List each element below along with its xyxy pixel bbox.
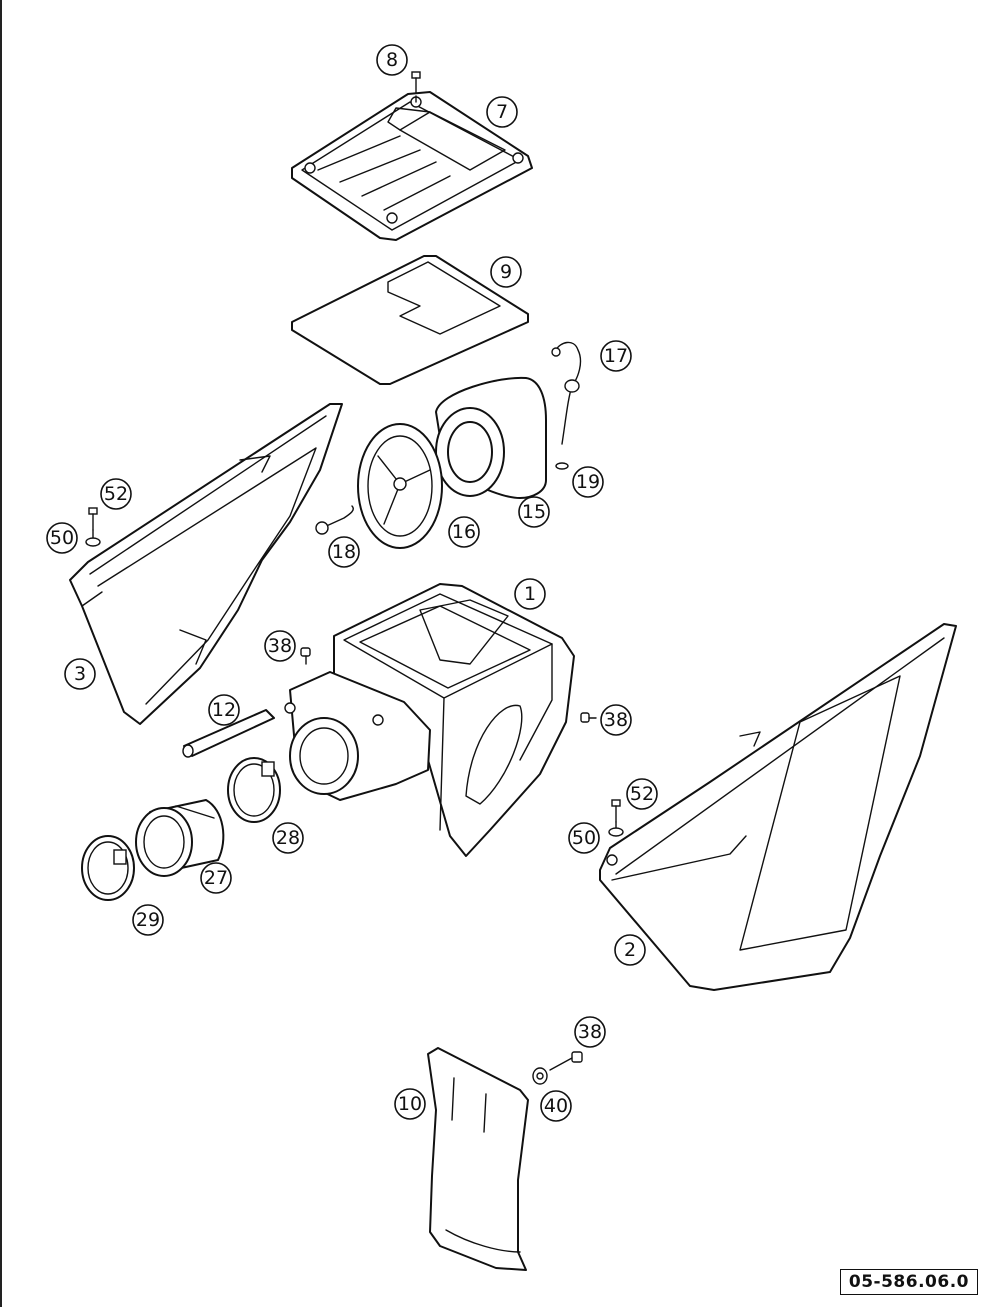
callout-2: 2 [614, 934, 646, 966]
svg-text:52: 52 [104, 483, 128, 505]
leader-lines [92, 95, 617, 829]
svg-text:50: 50 [572, 827, 596, 849]
reference-code-label: 05-586.06.0 [839, 1269, 978, 1295]
svg-text:2: 2 [624, 939, 636, 961]
callout-38-lower: 38 [574, 1016, 606, 1048]
svg-text:50: 50 [50, 527, 74, 549]
part-screw-52-left [88, 507, 98, 531]
part-washer-50-left [85, 537, 101, 547]
part-side-cover-3 [69, 403, 343, 725]
part-hose-12 [182, 709, 275, 758]
callout-9: 9 [490, 256, 522, 288]
svg-text:19: 19 [576, 471, 600, 493]
callout-18: 18 [328, 536, 360, 568]
part-pin-18 [315, 505, 354, 535]
part-wire-clip-17 [551, 341, 582, 445]
svg-text:27: 27 [204, 867, 228, 889]
callout-10: 10 [394, 1088, 426, 1120]
part-side-cover-2 [599, 623, 957, 991]
callout-3: 3 [64, 658, 96, 690]
callout-15: 15 [518, 496, 550, 528]
svg-text:3: 3 [74, 663, 86, 685]
callout-50-right: 50 [568, 822, 600, 854]
svg-text:12: 12 [212, 699, 236, 721]
svg-text:38: 38 [268, 635, 292, 657]
svg-text:15: 15 [522, 501, 546, 523]
part-airbox-cover-7 [291, 91, 533, 241]
part-clamp-29 [81, 835, 135, 901]
svg-text:7: 7 [496, 101, 508, 123]
callout-40: 40 [540, 1090, 572, 1122]
callout-29: 29 [132, 904, 164, 936]
part-air-filter-15 [435, 376, 547, 499]
callout-19: 19 [572, 466, 604, 498]
svg-text:38: 38 [604, 709, 628, 731]
callout-27: 27 [200, 862, 232, 894]
svg-text:40: 40 [544, 1095, 568, 1117]
svg-text:10: 10 [398, 1093, 422, 1115]
callout-8: 8 [376, 44, 408, 76]
callout-7: 7 [486, 96, 518, 128]
svg-text:18: 18 [332, 541, 356, 563]
part-washer-40 [532, 1067, 548, 1085]
callout-52-right: 52 [626, 778, 658, 810]
svg-text:17: 17 [604, 345, 628, 367]
svg-text:52: 52 [630, 783, 654, 805]
part-screw-38-right [580, 712, 597, 723]
svg-text:29: 29 [136, 909, 160, 931]
callout-52-left: 52 [100, 478, 132, 510]
callout-50-left: 50 [46, 522, 78, 554]
callout-17: 17 [600, 340, 632, 372]
callout-38-right: 38 [600, 704, 632, 736]
svg-text:38: 38 [578, 1021, 602, 1043]
part-airbox-1 [284, 583, 575, 857]
part-small-19 [555, 462, 569, 470]
svg-text:16: 16 [452, 521, 476, 543]
callout-16: 16 [448, 516, 480, 548]
part-screw-38-upper [300, 647, 311, 665]
callout-12: 12 [208, 694, 240, 726]
svg-text:28: 28 [276, 827, 300, 849]
callout-1: 1 [514, 578, 546, 610]
part-screw-38-lower [549, 1051, 583, 1071]
callout-38-upper: 38 [264, 630, 296, 662]
part-clamp-28 [227, 757, 281, 823]
part-flap-10 [427, 1047, 529, 1271]
callout-28: 28 [272, 822, 304, 854]
part-gasket-9 [291, 255, 529, 385]
svg-text:8: 8 [386, 49, 398, 71]
part-intake-rubber-27 [135, 799, 225, 877]
part-filter-cage-16 [357, 423, 443, 549]
svg-text:1: 1 [524, 583, 536, 605]
part-screw-52-right [611, 799, 621, 823]
svg-text:9: 9 [500, 261, 512, 283]
part-washer-50-right [608, 827, 624, 837]
